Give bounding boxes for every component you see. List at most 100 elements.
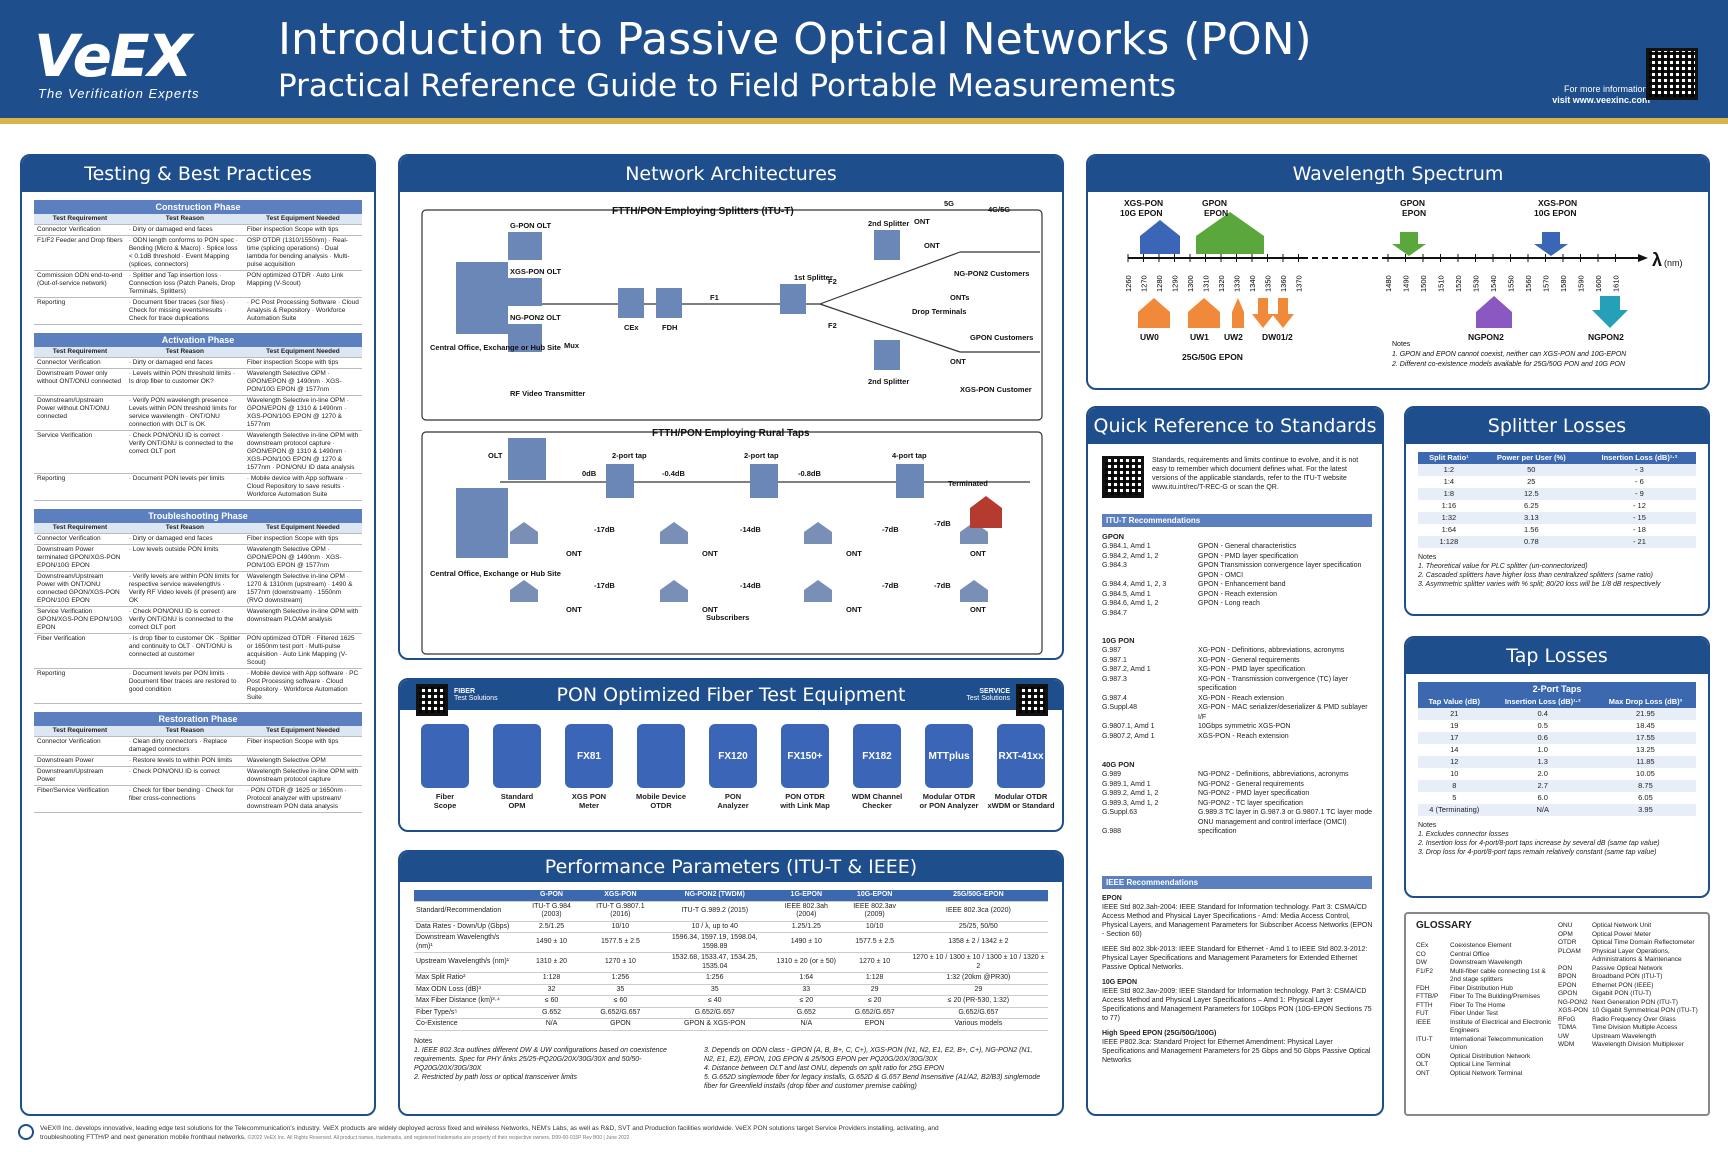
glossary-term: BPON [1558, 973, 1577, 980]
note: 3. Asymmetric splitter varies with % spl… [1418, 581, 1661, 588]
label-central-office-2: Central Office, Exchange or Hub Site [430, 569, 561, 578]
table-cell: Wavelength Selective OPM · GPON/EPON @ 1… [246, 370, 342, 393]
tick-label: 1540 [1489, 275, 1498, 292]
label-14db-b: -14dB [740, 581, 761, 590]
device-icon [421, 724, 469, 788]
std-10g-ids: G.987 G.987.1 G.987.2, Amd 1 G.987.3 G.9… [1102, 647, 1155, 740]
table-cell: 14 [1450, 745, 1459, 754]
wl-ng1: NGPON2 [1468, 332, 1504, 342]
glossary-definition: Physical Layer Operations, Administratio… [1592, 947, 1682, 964]
note: 3. Depends on ODN class - GPON (A, B, B+… [704, 1046, 1033, 1063]
footer-line2: troubleshooting FTTH/P and next generati… [40, 1134, 246, 1141]
table-cell: EPON [840, 1018, 909, 1031]
table-cell: Connector Verification [37, 535, 101, 542]
label-ng-customers: NG-PON2 Customers [954, 269, 1029, 278]
testing-title: Testing & Best Practices [22, 156, 374, 192]
label-ont-r6: ONT [702, 605, 718, 614]
table-cell: · Verify PON wavelength presence · Level… [128, 397, 237, 428]
table-cell: · Verify levels are within PON limits fo… [128, 573, 239, 604]
standard-description: GPON - Reach extension [1198, 590, 1277, 598]
table-cell: Fiber inspection Scope with tips [246, 359, 339, 366]
glossary-term: ODN [1416, 1052, 1431, 1060]
phase-title: Construction Phase [34, 200, 362, 214]
table-cell: ITU-T G.984 (2003) [519, 901, 584, 922]
label-ont3: ONT [950, 357, 966, 366]
tick-label: 1320 [1217, 275, 1226, 292]
table-cell: Co-Existence [414, 1018, 520, 1031]
note: 1. IEEE 802.3ca outlines different DW & … [414, 1046, 667, 1072]
column-header: 10G-EPON [840, 890, 909, 902]
table-cell: IEEE 802.3ca (2020) [908, 901, 1048, 922]
std-10g: 10G PON [1102, 636, 1135, 645]
table-cell: 33 [772, 984, 841, 996]
table-cell: 1:32 (20km @PR30) [908, 972, 1048, 985]
table-cell: PON optimized OTDR · Filtered 1625 or 16… [246, 635, 355, 666]
table-row: Fiber Verification· Is drop fiber to cus… [34, 634, 362, 669]
table-cell: 1:128 [840, 972, 909, 985]
table-cell: G.652/G.657 [908, 1007, 1048, 1019]
glossary-definition: Passive Optical Network [1592, 964, 1663, 972]
phase-title: Troubleshooting Phase [34, 509, 362, 523]
table-cell: 1:128 [1439, 537, 1459, 546]
note: 2. Restricted by path loss or optical tr… [414, 1073, 578, 1081]
table-cell: 1:2 [1443, 465, 1455, 474]
std-40g-desc: NG-PON2 - Definitions, abbreviations, ac… [1198, 770, 1374, 837]
label-split2a: 2nd Splitter [868, 219, 909, 228]
label-central-office: Central Office, Exchange or Hub Site [430, 343, 561, 352]
std-gpon-ids: G.984.1, Amd 1 G.984.2, Amd 1, 2 G.984.3… [1102, 543, 1167, 617]
glossary-definition: Central Office [1450, 950, 1490, 958]
column-header: Insertion Loss (dB)¹·² [1490, 696, 1595, 708]
table-cell: G.652/G.657 [657, 1007, 773, 1019]
glossary-definition: Fiber Under Test [1450, 1010, 1498, 1017]
visit-url[interactable]: visit www.veexinc.com [1552, 95, 1650, 105]
column-header: Test Reason [125, 523, 244, 534]
table-cell: 4 (Terminating) [1429, 805, 1480, 814]
column-header: Test Reason [125, 214, 244, 225]
standards-panel: Quick Reference to Standards Standards, … [1086, 406, 1384, 1116]
glossary-term: NG-PON2 [1558, 998, 1588, 1006]
glossary-definition: Optical Power Meter [1592, 930, 1651, 938]
table-cell: · Check PON/ONU ID is correct [128, 768, 220, 775]
label-4g5g: 4G/5G [988, 205, 1010, 214]
tick-label: 1370 [1295, 275, 1304, 292]
table-cell: GPON [583, 1018, 658, 1031]
note: 5. G.652D singlemode fiber for legacy in… [704, 1073, 1041, 1090]
table-cell: · Levels within PON threshold limits · I… [128, 370, 236, 385]
table-cell: IEEE 802.3av (2009) [840, 901, 909, 922]
glossary-term: OTDR [1558, 939, 1577, 946]
standard-description: GPON Transmission convergence layer spec… [1198, 562, 1362, 569]
std-epon-t1: IEEE Std 802.3ah-2004: IEEE Standard for… [1102, 904, 1373, 938]
standards-title: Quick Reference to Standards [1088, 408, 1382, 444]
phase-title: Restoration Phase [34, 712, 362, 726]
table-row: Connector Verification· Dirty or damaged… [34, 358, 362, 369]
table-cell: 10 / λ, up to 40 [657, 921, 773, 933]
network-panel: Network Architectures FTTH/PON Employing… [398, 154, 1064, 660]
table-cell: 17 [1450, 733, 1459, 742]
tick-label: 1530 [1472, 275, 1481, 292]
standard-description: GPON - General characteristics [1198, 543, 1297, 550]
label-04db: -0.4dB [662, 469, 686, 478]
tick-label: 1590 [1577, 275, 1586, 292]
label-ont-r3: ONT [846, 549, 862, 558]
